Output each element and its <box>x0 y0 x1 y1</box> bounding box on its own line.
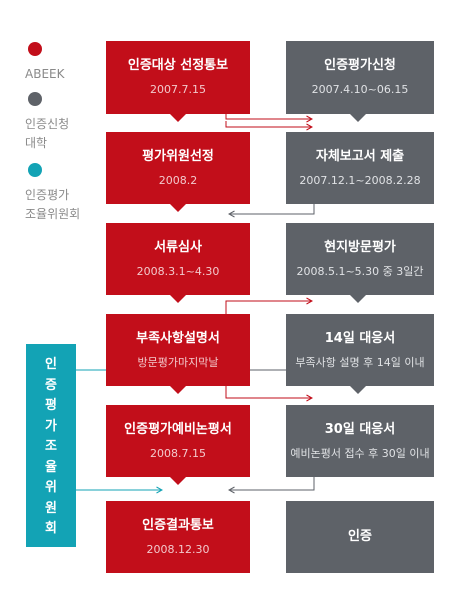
committee-char: 회 <box>45 521 57 536</box>
step-title: 14일 대응서 <box>324 330 396 346</box>
committee-char: 위 <box>45 480 57 495</box>
university-step-14day-response: 14일 대응서 부족사항 설명 후 14일 이내 <box>286 314 434 386</box>
step-date: 2007.12.1~2008.2.28 <box>299 173 421 187</box>
arrow-review-to-visit <box>225 301 312 317</box>
legend-label: 인증평가 조율위원회 <box>25 188 81 221</box>
step-title: 30일 대응서 <box>324 421 396 437</box>
step-title: 인증 <box>348 529 372 544</box>
committee-char: 가 <box>45 418 57 434</box>
step-date: 예비논평서 접수 후 30일 이내 <box>290 446 430 460</box>
university-step-application: 인증평가신청 2007.4.10~06.15 <box>286 41 434 114</box>
step-title: 인증평가예비논평서 <box>124 421 232 437</box>
step-title: 서류심사 <box>154 239 202 255</box>
arrow-select-to-selfreport <box>225 121 312 127</box>
legend-label: ABEEK <box>25 67 65 81</box>
arrow-select-to-apply <box>225 114 312 119</box>
step-title: 인증평가신청 <box>324 58 396 73</box>
gray-notch-3 <box>350 295 366 303</box>
university-step-site-visit: 현지방문평가 2008.5.1~5.30 중 3일간 <box>286 223 434 295</box>
committee-char: 조 <box>45 439 57 454</box>
step-date: 방문평가마지막날 <box>137 355 219 369</box>
committee-char: 인 <box>45 357 57 372</box>
step-title: 현지방문평가 <box>324 239 396 255</box>
legend-label: 인증신청 대학 <box>25 117 70 150</box>
red-notch-3 <box>170 295 186 303</box>
university-step-30day-response: 30일 대응서 예비논평서 접수 후 30일 이내 <box>286 405 434 477</box>
step-title: 평가위원선정 <box>142 148 214 164</box>
legend-item-university: 인증신청 대학 <box>25 92 115 153</box>
step-title: 인증결과통보 <box>142 517 214 533</box>
university-step-accreditation: 인증 <box>286 501 434 573</box>
red-notch-4 <box>170 386 186 394</box>
step-date: 2008.2 <box>158 173 198 187</box>
step-date: 2008.5.1~5.30 중 3일간 <box>296 264 424 278</box>
step-date: 부족사항 설명 후 14일 이내 <box>295 355 425 369</box>
arrow-30day-to-preliminary <box>229 477 315 490</box>
committee-char: 증 <box>45 377 57 393</box>
university-step-self-report: 자체보고서 제출 2007.12.1~2008.2.28 <box>286 132 434 204</box>
step-title: 인증대상 선정통보 <box>127 58 229 73</box>
committee-char: 평 <box>45 398 57 413</box>
legend-dot-gray <box>28 92 42 106</box>
gray-notch-4 <box>350 386 366 394</box>
legend-dot-teal <box>28 163 42 177</box>
arrow-deficiency-to-14day <box>225 386 312 398</box>
red-notch-2 <box>170 204 186 212</box>
red-notch-1 <box>170 114 186 122</box>
abeek-step-document-review: 서류심사 2008.3.1~4.30 <box>106 223 250 295</box>
legend-item-committee: 인증평가 조율위원회 <box>25 163 115 224</box>
step-date: 2008.7.15 <box>150 446 206 460</box>
committee-bar: 인 증 평 가 조 율 위 원 회 <box>26 344 76 547</box>
step-date: 2008.12.30 <box>146 542 210 556</box>
committee-char: 원 <box>45 500 57 516</box>
step-date: 2007.4.10~06.15 <box>311 83 409 96</box>
abeek-step-result-notice: 인증결과통보 2008.12.30 <box>106 501 250 573</box>
step-date: 2008.3.1~4.30 <box>136 264 220 278</box>
legend-dot-red <box>28 42 42 56</box>
step-title: 자체보고서 제출 <box>315 148 405 164</box>
abeek-step-evaluator-selection: 평가위원선정 2008.2 <box>106 132 250 204</box>
arrow-selfreport-to-committee <box>229 204 315 214</box>
abeek-step-preliminary-review: 인증평가예비논평서 2008.7.15 <box>106 405 250 477</box>
step-date: 2007.7.15 <box>150 83 206 96</box>
step-title: 부족사항설명서 <box>136 330 220 346</box>
gray-notch-1 <box>350 114 366 122</box>
committee-char: 율 <box>45 459 57 475</box>
red-notch-5 <box>170 477 186 485</box>
abeek-step-deficiency-statement: 부족사항설명서 방문평가마지막날 <box>106 314 250 386</box>
abeek-step-selection-notice: 인증대상 선정통보 2007.7.15 <box>106 41 250 114</box>
legend-item-abeek: ABEEK <box>25 42 115 84</box>
